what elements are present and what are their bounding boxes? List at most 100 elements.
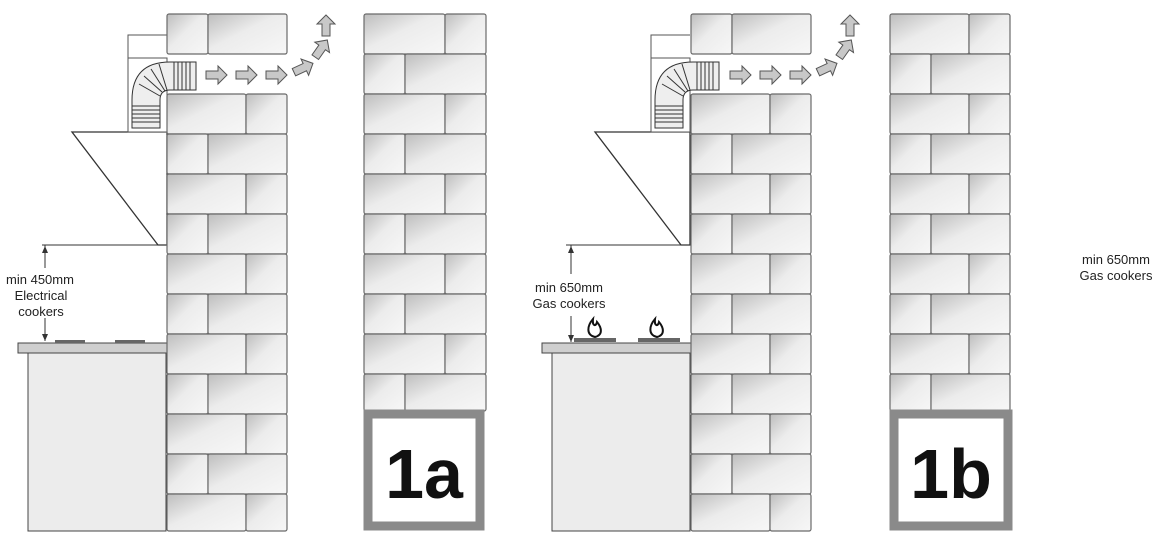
brick xyxy=(166,333,247,375)
side-note: min 650mm Gas cookers xyxy=(1080,252,1153,283)
cooker-type-label: cookers xyxy=(18,304,64,319)
clearance-value-label: min 450mm xyxy=(6,272,74,287)
brick xyxy=(731,13,812,55)
brick xyxy=(166,133,209,175)
brick xyxy=(769,93,812,135)
airflow-arrows-1a xyxy=(205,14,337,86)
brick xyxy=(363,93,446,135)
brick xyxy=(930,53,1011,95)
panel-1b: min 650mm Gas cookers 1b xyxy=(533,13,1013,532)
brick xyxy=(769,413,812,455)
brick xyxy=(363,173,446,215)
brick xyxy=(690,133,733,175)
brick xyxy=(166,93,247,135)
brick xyxy=(889,373,932,412)
brick xyxy=(889,333,970,375)
brick xyxy=(404,53,487,95)
brick xyxy=(404,133,487,175)
brick xyxy=(444,253,487,295)
brick xyxy=(769,173,812,215)
brick xyxy=(207,453,288,495)
brick xyxy=(690,253,771,295)
brick xyxy=(889,93,970,135)
brick xyxy=(166,293,209,335)
brick-wall-1a-top-cap xyxy=(166,13,288,55)
brick xyxy=(207,213,288,255)
brick xyxy=(444,93,487,135)
brick xyxy=(363,213,406,255)
brick xyxy=(166,173,247,215)
brick xyxy=(166,213,209,255)
brick xyxy=(444,173,487,215)
clearance-dimension-1b: min 650mm Gas cookers xyxy=(533,244,681,342)
flame-icon xyxy=(587,315,602,339)
brick xyxy=(166,13,209,55)
brick xyxy=(690,93,771,135)
brick xyxy=(363,373,406,412)
cooker-type-label: Electrical xyxy=(15,288,68,303)
brick-wall-1a-front xyxy=(166,93,288,532)
brick xyxy=(690,453,733,495)
figure-tag-1a: 1a xyxy=(363,409,485,531)
side-note-type: Gas cookers xyxy=(1080,268,1153,283)
brick xyxy=(690,333,771,375)
brick xyxy=(207,293,288,335)
brick xyxy=(207,133,288,175)
brick xyxy=(690,293,733,335)
brick xyxy=(690,373,733,415)
brick xyxy=(769,253,812,295)
brick-wall-1a-side xyxy=(363,13,487,412)
cooker-type-label: Gas cookers xyxy=(533,296,606,311)
brick xyxy=(207,373,288,415)
brick xyxy=(889,173,970,215)
brick xyxy=(166,493,247,532)
airflow-arrow-icon xyxy=(235,64,258,86)
brick xyxy=(968,253,1011,295)
airflow-arrow-icon xyxy=(205,64,228,86)
brick xyxy=(690,493,771,532)
airflow-arrow-icon xyxy=(291,58,314,77)
flexible-duct-icon xyxy=(654,61,720,129)
brick xyxy=(245,493,288,532)
brick xyxy=(690,173,771,215)
brick xyxy=(363,133,406,175)
brick xyxy=(404,293,487,335)
brick xyxy=(207,13,288,55)
brick xyxy=(930,373,1011,412)
brick xyxy=(769,493,812,532)
brick xyxy=(444,13,487,55)
brick xyxy=(731,213,812,255)
brick xyxy=(968,93,1011,135)
brick xyxy=(245,413,288,455)
brick xyxy=(889,293,932,335)
brick xyxy=(363,293,406,335)
brick-wall-1b-front xyxy=(690,93,812,532)
brick xyxy=(444,333,487,375)
brick xyxy=(404,213,487,255)
brick xyxy=(690,13,733,55)
clearance-dimension-1a: min 450mm Electrical cookers xyxy=(6,244,158,341)
brick xyxy=(769,333,812,375)
airflow-arrow-icon xyxy=(311,39,331,61)
figure-tag-label: 1b xyxy=(910,435,992,513)
brick xyxy=(166,253,247,295)
brick xyxy=(889,253,970,295)
brick xyxy=(930,213,1011,255)
brick xyxy=(889,53,932,95)
brick xyxy=(166,413,247,455)
brick xyxy=(731,293,812,335)
brick xyxy=(363,333,446,375)
brick xyxy=(731,453,812,495)
clearance-value-label: min 650mm xyxy=(535,280,603,295)
airflow-arrow-icon xyxy=(729,64,752,86)
flame-icon xyxy=(649,315,664,339)
airflow-arrow-icon xyxy=(265,64,288,86)
brick xyxy=(690,413,771,455)
brick xyxy=(930,293,1011,335)
brick xyxy=(930,133,1011,175)
brick xyxy=(245,333,288,375)
brick xyxy=(731,373,812,415)
airflow-arrow-icon xyxy=(815,58,838,77)
airflow-arrow-icon xyxy=(315,14,337,37)
electric-hotplates xyxy=(55,340,145,343)
